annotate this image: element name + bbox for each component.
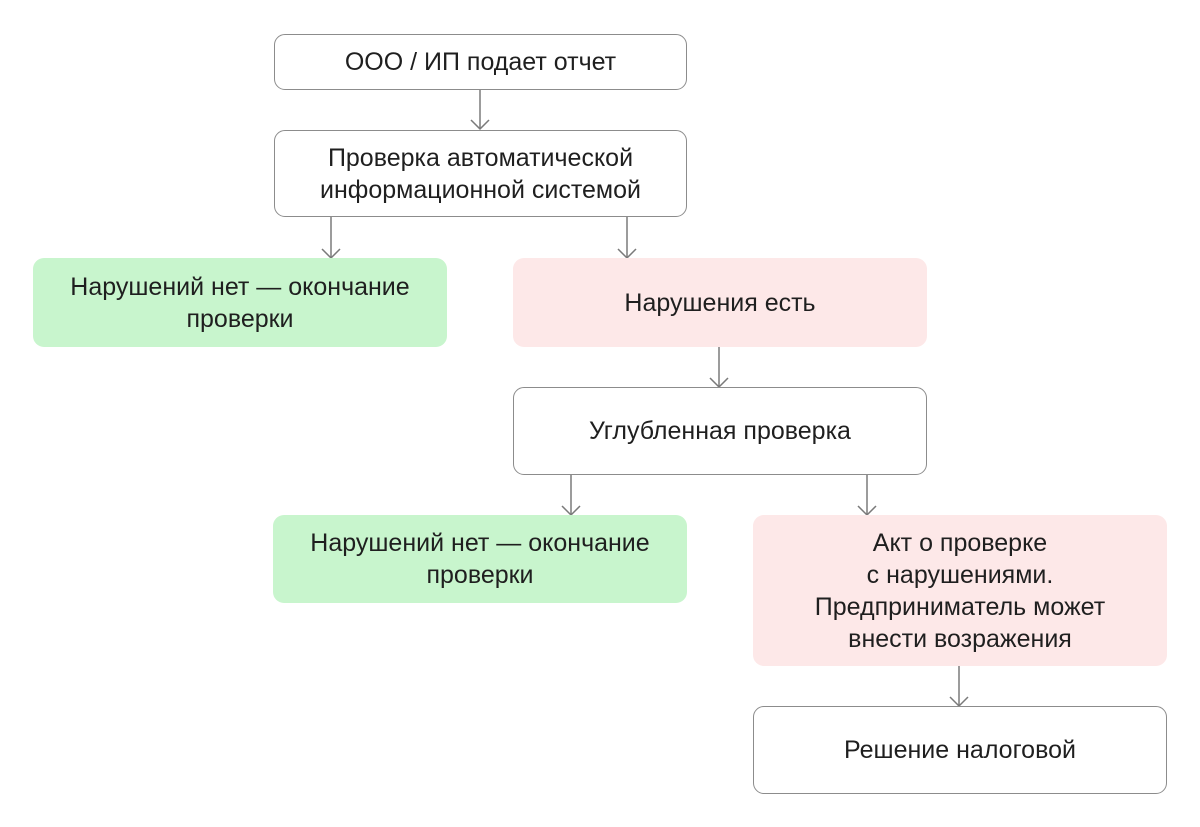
node-violation-act-line-2: с нарушениями. <box>866 560 1054 589</box>
node-automatic-check-line-1: Проверка автоматической <box>327 143 634 172</box>
arrow-deep-check-to-no-violations <box>561 475 581 517</box>
node-submit-report: ООО / ИП подает отчет <box>274 34 687 90</box>
node-no-violations-2-line-2: проверки <box>426 561 534 589</box>
node-violation-act-line-1: Акт о проверке <box>872 528 1048 557</box>
node-no-violations-1-line-1: Нарушений нет — окончание <box>70 272 410 301</box>
node-no-violations-1: Нарушений нет — окончание проверки <box>33 258 447 347</box>
node-violation-act-line-4: внести возражения <box>848 624 1072 653</box>
node-automatic-check-line-2: информационной системой <box>320 175 641 204</box>
node-no-violations-1-line-2: проверки <box>186 304 294 333</box>
node-tax-decision: Решение налоговой <box>753 706 1167 794</box>
arrow-auto-check-to-violations <box>617 217 637 260</box>
arrow-deep-check-to-act <box>857 475 877 517</box>
node-deep-check-text: Углубленная проверка <box>589 417 851 445</box>
arrow-act-to-decision <box>949 666 969 708</box>
node-no-violations-2-line-1: Нарушений нет — окончание <box>310 529 650 557</box>
arrow-auto-check-to-no-violations <box>321 217 341 260</box>
arrow-submit-to-auto-check <box>470 90 490 131</box>
node-deep-check: Углубленная проверка <box>513 387 927 475</box>
node-violations-found-text: Нарушения есть <box>624 288 816 317</box>
node-submit-report-text: ООО / ИП подает отчет <box>344 48 617 76</box>
node-violations-found: Нарушения есть <box>513 258 927 347</box>
node-no-violations-2: Нарушений нет — окончание проверки <box>273 515 687 603</box>
arrow-violations-to-deep-check <box>709 347 729 389</box>
node-violation-act: Акт о проверке с нарушениями. Предприним… <box>753 515 1167 666</box>
node-tax-decision-text: Решение налоговой <box>844 736 1076 764</box>
node-automatic-check: Проверка автоматической информационной с… <box>274 130 687 217</box>
node-violation-act-line-3: Предприниматель может <box>814 592 1106 621</box>
